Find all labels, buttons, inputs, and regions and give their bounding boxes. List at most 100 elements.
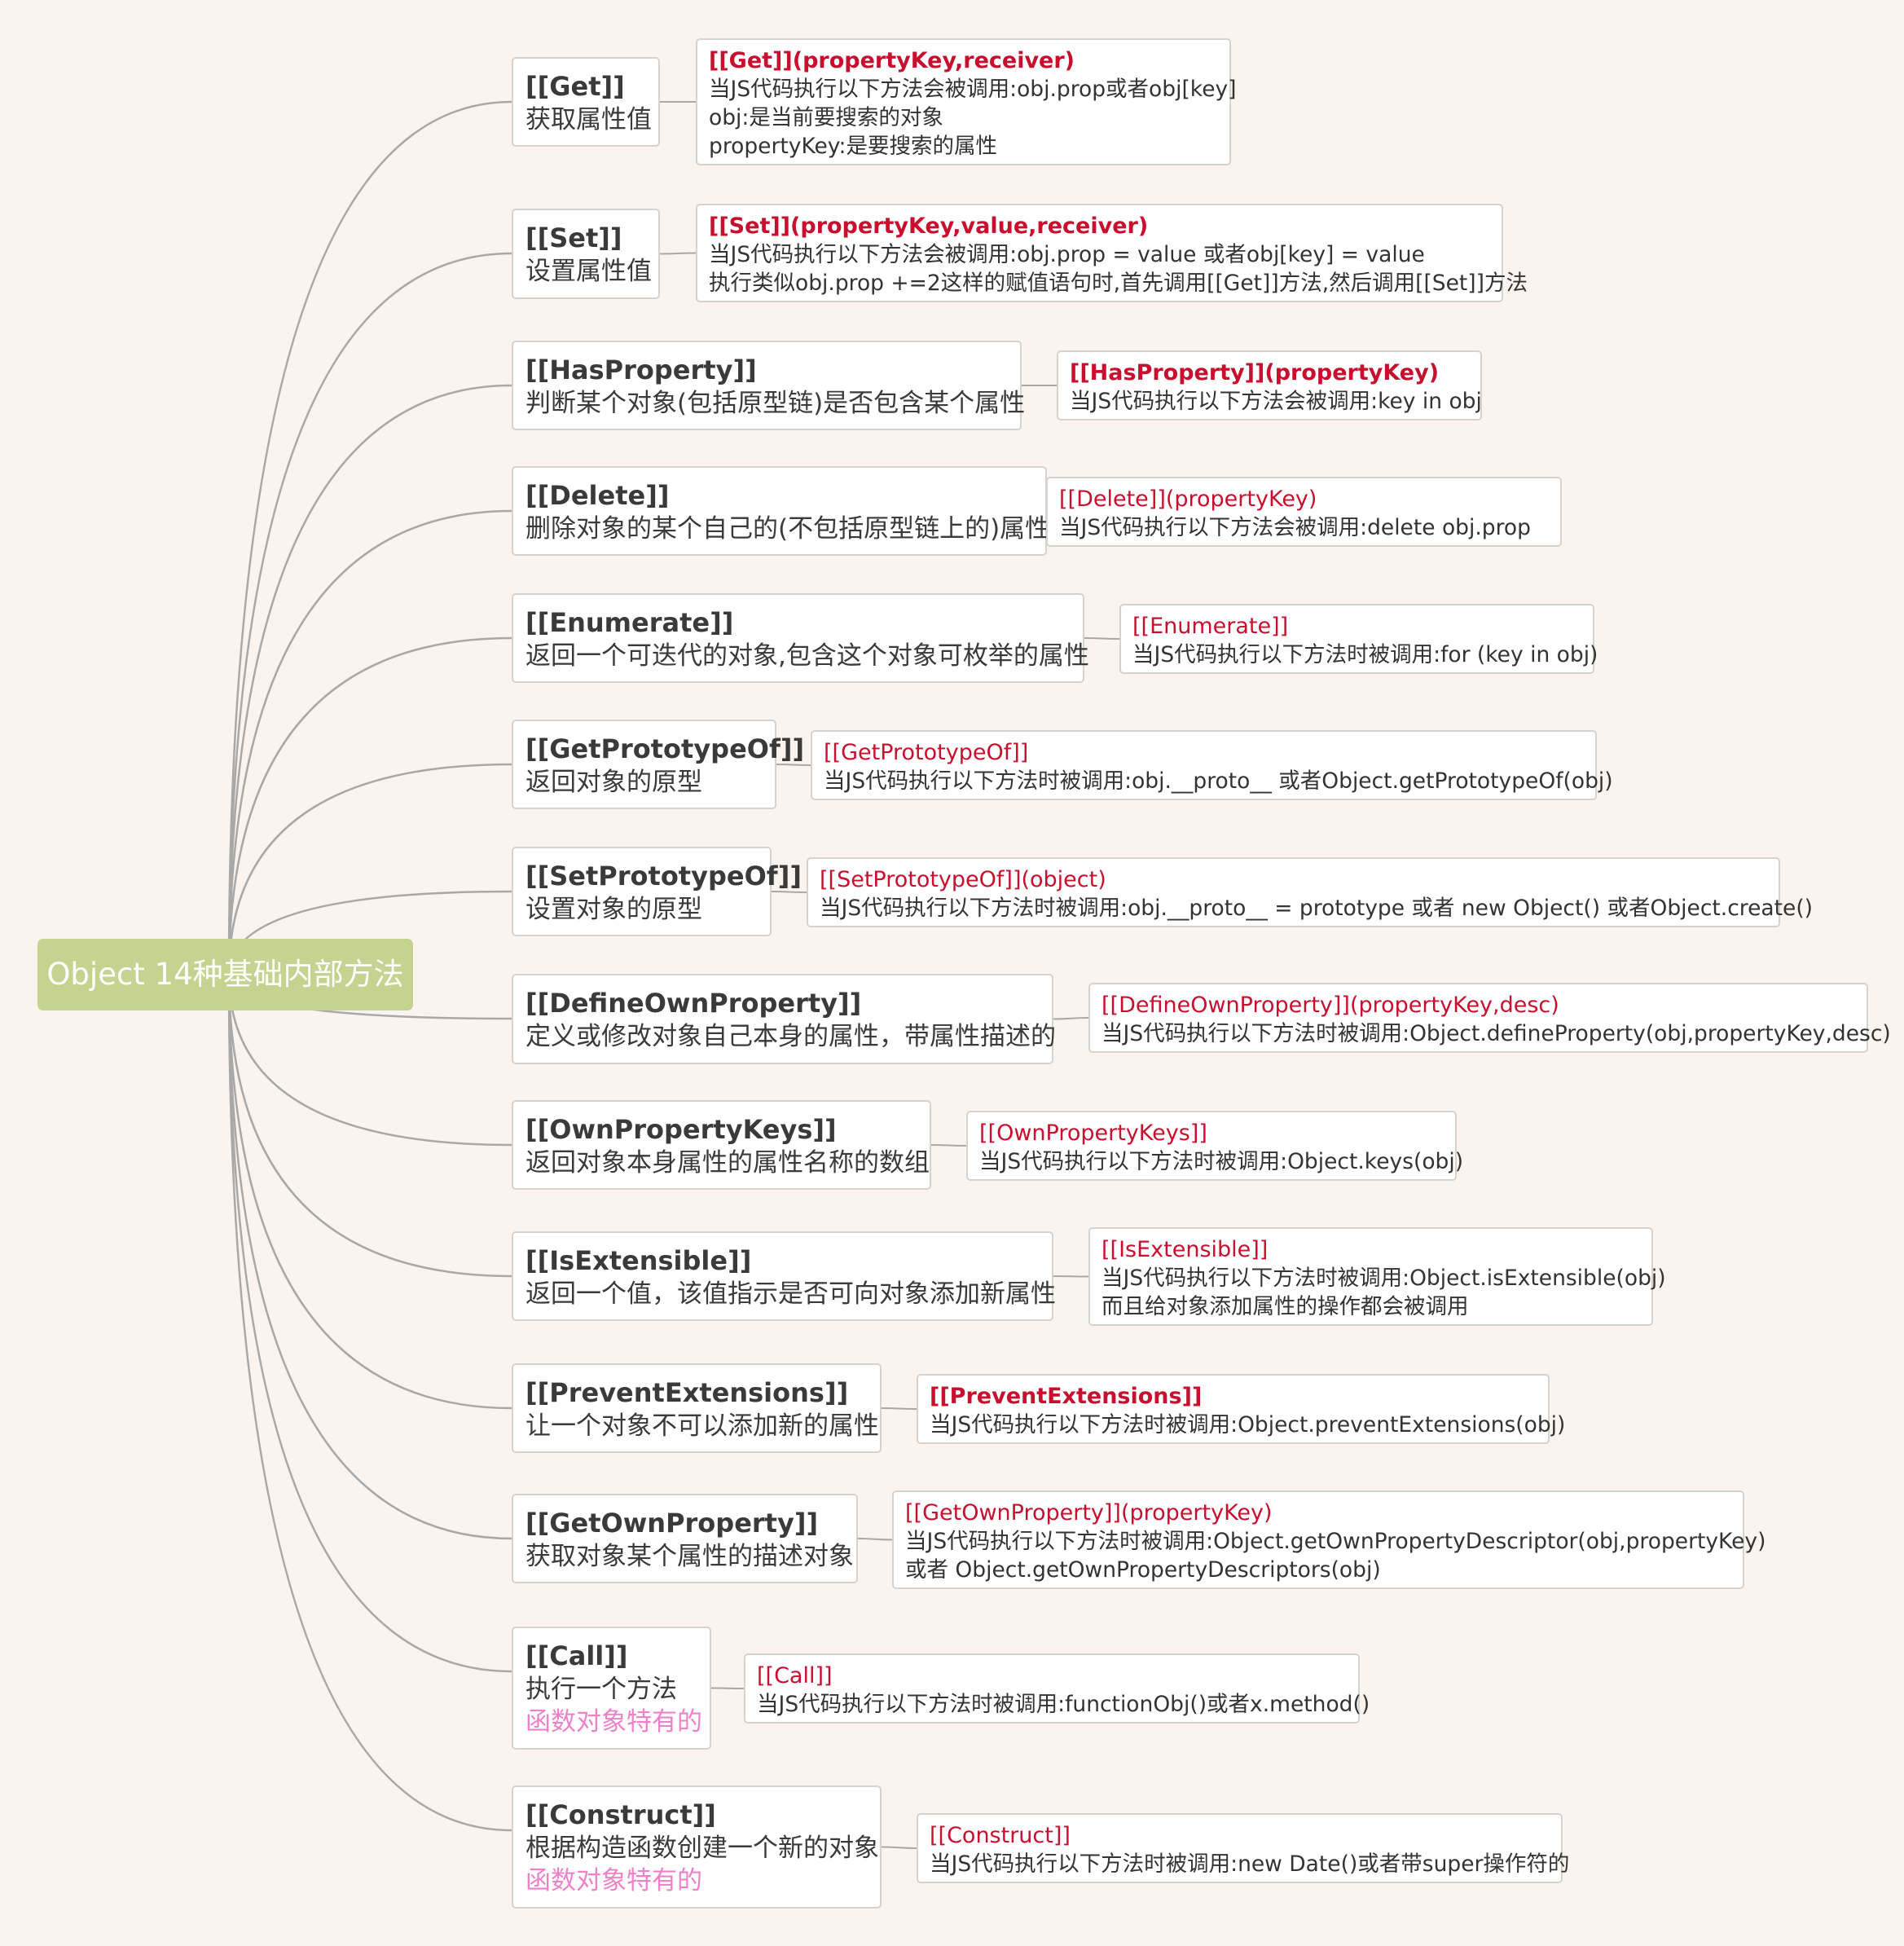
method-description: 返回对象的原型: [525, 768, 702, 797]
method-name: [[Call]]: [525, 1640, 628, 1671]
detail-line: 当JS代码执行以下方法时被调用:Object.defineProperty(ob…: [1102, 1021, 1891, 1046]
detail-node-get-own-property[interactable]: [[GetOwnProperty]](propertyKey) 当JS代码执行以下…: [892, 1490, 1766, 1589]
detail-node-has-property[interactable]: [[HasProperty]](propertyKey) 当JS代码执行以下方法会…: [1057, 350, 1482, 420]
method-description: 获取属性值: [525, 105, 652, 134]
branch-line-is-extensible: [227, 974, 512, 1278]
detail-node-enumerate[interactable]: [[Enumerate]]当JS代码执行以下方法时被调用:for (key in…: [1119, 604, 1598, 674]
method-node-delete[interactable]: [[Delete]]删除对象的某个自己的(不包括原型链上的)属性: [512, 466, 1050, 556]
detail-line: 当JS代码执行以下方法时被调用:obj.__proto__ = prototyp…: [820, 896, 1814, 921]
detail-connector-call: [710, 1687, 745, 1689]
detail-node-own-property-keys[interactable]: [[OwnPropertyKeys]]当JS代码执行以下方法时被调用:Objec…: [966, 1111, 1463, 1181]
detail-line: propertyKey:是要搜索的属性: [709, 134, 997, 159]
detail-signature: [[HasProperty]](propertyKey): [1070, 360, 1440, 385]
branch-line-construct: [227, 974, 512, 1832]
detail-signature: [[DefineOwnProperty]](propertyKey,desc): [1102, 993, 1559, 1018]
detail-node-set[interactable]: [[Set]](propertyKey,value,receiver) 当JS代码…: [696, 204, 1528, 302]
branch-line-get-own-property: [227, 974, 512, 1540]
method-description: 返回一个值，该值指示是否可向对象添加新属性: [525, 1279, 1056, 1309]
root-topic[interactable]: Object 14种基础内部方法: [37, 939, 413, 1010]
method-node-construct[interactable]: [[Construct]]根据构造函数创建一个新的对象函数对象特有的: [512, 1785, 882, 1909]
detail-line: 当JS代码执行以下方法时被调用:Object.preventExtensions…: [930, 1412, 1566, 1437]
detail-signature: [[GetOwnProperty]](propertyKey): [905, 1500, 1273, 1526]
detail-signature: [[OwnPropertyKeys]]: [979, 1120, 1207, 1146]
method-name: [[PreventExtensions]]: [525, 1377, 849, 1408]
method-description: 设置属性值: [525, 257, 652, 286]
method-node-is-extensible[interactable]: [[IsExtensible]]返回一个值，该值指示是否可向对象添加新属性: [512, 1231, 1056, 1321]
method-node-enumerate[interactable]: [[Enumerate]]返回一个可迭代的对象,包含这个对象可枚举的属性: [512, 593, 1089, 683]
detail-node-construct[interactable]: [[Construct]]当JS代码执行以下方法时被调用:new Date()或…: [917, 1813, 1570, 1883]
method-node-define-own-property[interactable]: [[DefineOwnProperty]] 定义或修改对象自己本身的属性，带属性描…: [512, 974, 1056, 1064]
method-node-call[interactable]: [[Call]]执行一个方法函数对象特有的: [512, 1627, 711, 1750]
branch-line-call: [227, 974, 512, 1673]
branch-line-has-property: [227, 384, 512, 975]
method-name: [[HasProperty]]: [525, 354, 757, 385]
detail-node-delete[interactable]: [[Delete]](propertyKey) 当JS代码执行以下方法会被调用:d…: [1046, 477, 1562, 547]
method-name: [[Set]]: [525, 222, 622, 253]
branch-line-get: [227, 100, 512, 975]
detail-signature: [[Delete]](propertyKey): [1059, 486, 1317, 512]
detail-line: 当JS代码执行以下方法会被调用:delete obj.prop: [1059, 515, 1531, 540]
detail-node-prevent-extensions[interactable]: [[PreventExtensions]] 当JS代码执行以下方法时被调用:Obj…: [917, 1374, 1566, 1444]
method-name: [[Delete]]: [525, 480, 670, 511]
method-name: [[DefineOwnProperty]]: [525, 988, 862, 1019]
method-name: [[Get]]: [525, 71, 625, 102]
detail-line: 当JS代码执行以下方法时被调用:new Date()或者带super操作符的: [930, 1851, 1570, 1877]
method-name: [[IsExtensible]]: [525, 1245, 752, 1276]
method-node-get-own-property[interactable]: [[GetOwnProperty]] 获取对象某个属性的描述对象: [512, 1494, 858, 1583]
detail-connector-define-own-property: [1053, 1017, 1089, 1020]
method-node-get[interactable]: [[Get]] 获取属性值: [512, 57, 660, 147]
method-description: 判断某个对象(包括原型链)是否包含某个属性: [525, 389, 1026, 418]
detail-connector-enumerate: [1084, 637, 1120, 640]
method-node-own-property-keys[interactable]: [[OwnPropertyKeys]]返回对象本身属性的属性名称的数组: [512, 1100, 931, 1190]
method-node-prevent-extensions[interactable]: [[PreventExtensions]]让一个对象不可以添加新的属性: [512, 1363, 882, 1453]
detail-connector-is-extensible: [1053, 1275, 1089, 1278]
method-name: [[GetPrototypeOf]]: [525, 733, 805, 764]
detail-signature: [[GetPrototypeOf]]: [824, 740, 1029, 765]
detail-node-call[interactable]: [[Call]] 当JS代码执行以下方法时被调用:functionObj()或者x…: [744, 1653, 1370, 1724]
method-node-set[interactable]: [[Set]] 设置属性值: [512, 209, 660, 299]
method-description: 定义或修改对象自己本身的属性，带属性描述的: [525, 1022, 1056, 1051]
detail-connector-get-own-property: [857, 1538, 893, 1541]
detail-node-get-prototype-of[interactable]: [[GetPrototypeOf]] 当JS代码执行以下方法时被调用:obj.__…: [811, 730, 1613, 800]
method-name: [[SetPrototypeOf]]: [525, 861, 802, 892]
detail-connector-set: [659, 252, 697, 255]
method-node-has-property[interactable]: [[HasProperty]] 判断某个对象(包括原型链)是否包含某个属性: [512, 341, 1026, 430]
detail-line: 或者 Object.getOwnPropertyDescriptors(obj): [905, 1557, 1381, 1583]
method-name: [[Construct]]: [525, 1799, 716, 1830]
method-name: [[GetOwnProperty]]: [525, 1508, 819, 1539]
method-description: 返回对象本身属性的属性名称的数组: [525, 1148, 930, 1178]
detail-line: 当JS代码执行以下方法会被调用:key in obj: [1070, 389, 1482, 414]
detail-line: 当JS代码执行以下方法时被调用:obj.__proto__ 或者Object.g…: [824, 768, 1613, 794]
function-only-note: 函数对象特有的: [525, 1707, 702, 1737]
detail-signature: [[PreventExtensions]]: [930, 1384, 1203, 1409]
branch-line-enumerate: [227, 636, 512, 975]
detail-line: 当JS代码执行以下方法会被调用:obj.prop = value 或者obj[k…: [709, 242, 1425, 267]
detail-node-get[interactable]: [[Get]](propertyKey,receiver)当JS代码执行以下方法…: [696, 38, 1237, 165]
detail-connector-get-prototype-of: [776, 764, 811, 766]
method-node-set-prototype-of[interactable]: [[SetPrototypeOf]] 设置对象的原型: [512, 847, 802, 936]
detail-node-is-extensible[interactable]: [[IsExtensible]]当JS代码执行以下方法时被调用:Object.i…: [1088, 1227, 1666, 1326]
detail-line: 当JS代码执行以下方法时被调用:functionObj()或者x.method(…: [757, 1692, 1370, 1717]
detail-node-set-prototype-of[interactable]: [[SetPrototypeOf]](object)当JS代码执行以下方法时被调…: [807, 857, 1814, 927]
method-node-get-prototype-of[interactable]: [[GetPrototypeOf]] 返回对象的原型: [512, 720, 805, 809]
detail-signature: [[Enumerate]]: [1132, 614, 1289, 639]
method-description: 获取对象某个属性的描述对象: [525, 1542, 854, 1571]
branch-line-delete: [227, 509, 512, 975]
detail-line: 而且给对象添加属性的操作都会被调用: [1102, 1294, 1469, 1319]
detail-line: 当JS代码执行以下方法会被调用:obj.prop或者obj[key]: [709, 77, 1237, 102]
branch-line-own-property-keys: [227, 974, 512, 1147]
branch-line-prevent-extensions: [227, 974, 512, 1410]
detail-line: 当JS代码执行以下方法时被调用:Object.getOwnPropertyDes…: [905, 1529, 1766, 1554]
detail-signature: [[IsExtensible]]: [1102, 1237, 1269, 1262]
method-description: 返回一个可迭代的对象,包含这个对象可枚举的属性: [525, 641, 1089, 671]
detail-node-define-own-property[interactable]: [[DefineOwnProperty]](propertyKey,desc) 当…: [1088, 983, 1891, 1053]
method-description: 让一个对象不可以添加新的属性: [525, 1411, 879, 1441]
detail-line: obj:是当前要搜索的对象: [709, 105, 943, 130]
detail-signature: [[Set]](propertyKey,value,receiver): [709, 214, 1149, 239]
method-name: [[Enumerate]]: [525, 607, 734, 638]
detail-connector-prevent-extensions: [881, 1407, 917, 1410]
detail-signature: [[Call]]: [757, 1663, 833, 1688]
method-name: [[OwnPropertyKeys]]: [525, 1114, 837, 1145]
branch-line-set: [227, 252, 512, 975]
branch-line-get-prototype-of: [227, 763, 512, 975]
